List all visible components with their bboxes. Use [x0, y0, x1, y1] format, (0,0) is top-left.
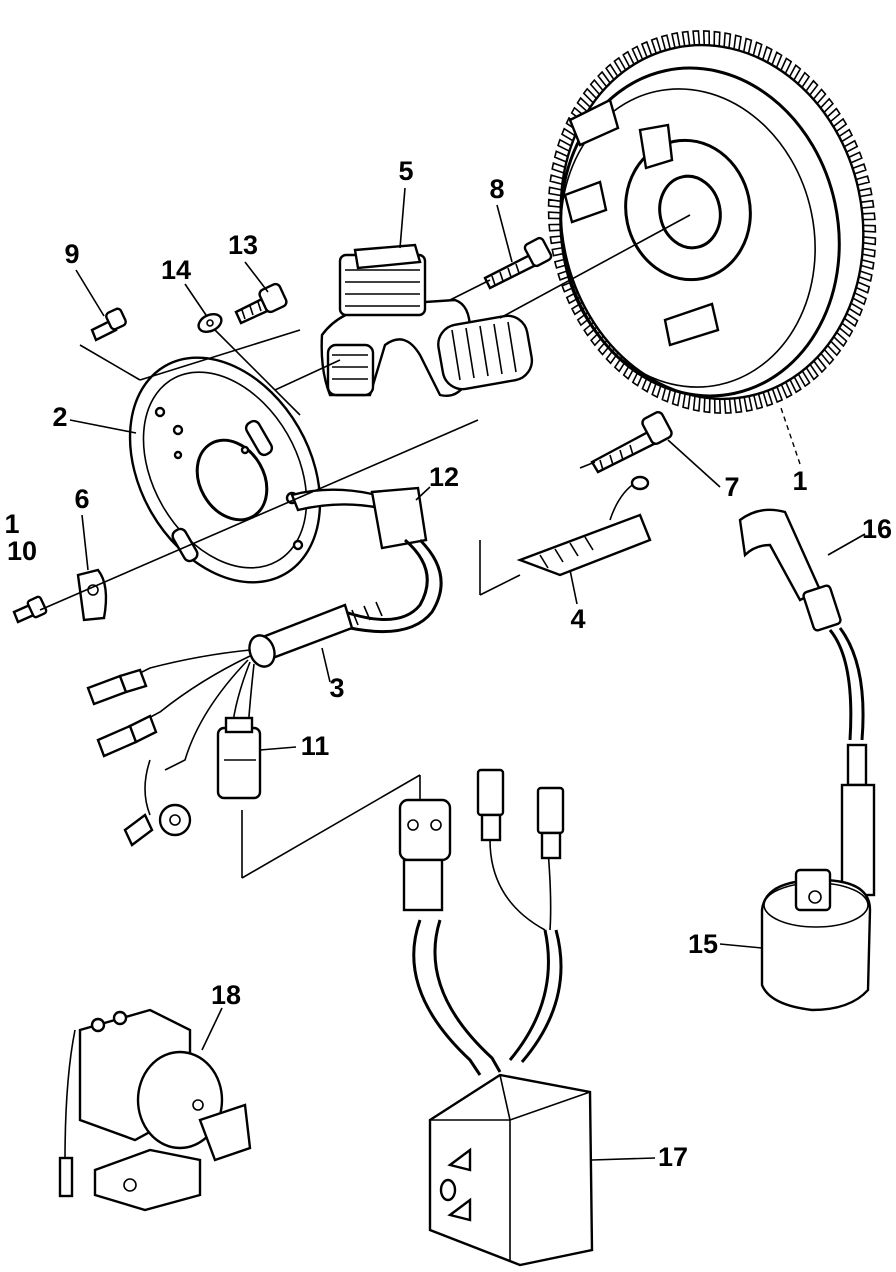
callout-9: 9	[64, 239, 79, 269]
callout-2: 2	[52, 402, 67, 432]
bullet-connector	[216, 716, 262, 800]
stop-switch	[516, 475, 652, 577]
stator-mounting-plate	[128, 356, 322, 584]
starter-solenoid	[58, 1008, 252, 1212]
callout-14: 14	[161, 255, 191, 285]
callout-15: 15	[688, 929, 718, 959]
spark-plug-cap	[738, 508, 868, 787]
leader-lines	[69, 187, 866, 1161]
screw-9	[90, 307, 127, 342]
callout-12: 12	[429, 462, 459, 492]
screw-10	[12, 595, 48, 624]
callout-16: 16	[862, 514, 892, 544]
ignition-coil	[760, 783, 876, 1012]
callout-5: 5	[398, 156, 413, 186]
callout-1-alt: 1	[4, 509, 19, 539]
cdi-unit	[398, 768, 594, 1267]
flywheel-ring-gear	[547, 30, 877, 414]
callout-10: 10	[7, 536, 37, 566]
washer-14	[197, 312, 223, 334]
ring-gear-teeth	[547, 30, 877, 414]
screw-7	[590, 411, 673, 474]
callout-13: 13	[228, 230, 258, 260]
callout-11: 11	[301, 731, 330, 761]
callout-1: 1	[792, 466, 807, 496]
callout-8: 8	[489, 174, 504, 204]
callout-18: 18	[211, 980, 241, 1010]
screw-8	[483, 236, 553, 290]
assembly-lines	[39, 214, 691, 879]
flywheel	[547, 30, 877, 414]
callout-3: 3	[329, 673, 344, 703]
callout-6: 6	[74, 484, 89, 514]
callout-4: 4	[570, 604, 585, 634]
callout-17: 17	[658, 1142, 688, 1172]
screw-13	[234, 282, 288, 325]
stator-coil-assembly	[320, 243, 534, 397]
callout-numbers: 1 1 2 3 4 5 6 7 8 9 10 11 12 13 14 15 16…	[4, 156, 892, 1172]
wiring-harness	[86, 486, 443, 847]
wire-clamp	[76, 568, 108, 622]
callout-7: 7	[724, 472, 739, 502]
